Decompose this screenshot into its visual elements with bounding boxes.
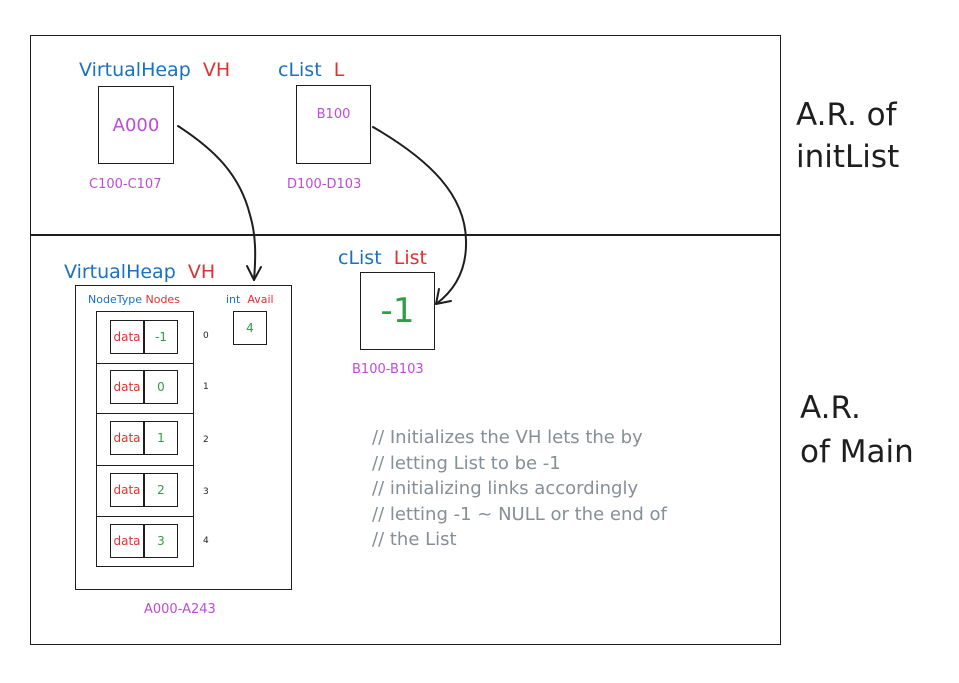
init-list-header: cList L bbox=[278, 59, 344, 81]
main-list-address: B100-B103 bbox=[352, 362, 424, 377]
initlist-frame-label-line1: A.R. of bbox=[796, 97, 897, 133]
main-vh-name: VH bbox=[187, 261, 216, 283]
main-frame-label-line2: of Main bbox=[800, 434, 914, 470]
initlist-frame-label: A.R. of initList bbox=[796, 94, 899, 178]
node-data-cell: data bbox=[110, 421, 144, 455]
node-link-cell: 3 bbox=[144, 524, 178, 558]
avail-type: int bbox=[226, 293, 241, 306]
comment-line: // Initializes the VH lets the by bbox=[372, 427, 643, 448]
node-data-label: data bbox=[113, 330, 141, 344]
nodes-type: NodeType bbox=[88, 293, 142, 306]
node-link-cell: 1 bbox=[144, 421, 178, 455]
node-index: 1 bbox=[203, 382, 209, 392]
node-data-cell: data bbox=[110, 473, 144, 507]
init-vh-pointer-value: A000 bbox=[112, 114, 160, 136]
node-link-value: 3 bbox=[157, 534, 165, 548]
avail-header: int Avail bbox=[226, 293, 274, 306]
main-vh-header: VirtualHeap VH bbox=[64, 261, 215, 283]
node-link-cell: 0 bbox=[144, 370, 178, 404]
init-vh-type: VirtualHeap bbox=[79, 59, 191, 81]
main-frame-label: A.R. of Main bbox=[800, 386, 914, 474]
node-link-value: 1 bbox=[157, 431, 165, 445]
node-data-cell: data bbox=[110, 370, 144, 404]
node-row: data 3 bbox=[96, 517, 194, 567]
init-vh-pointer-box: A000 bbox=[98, 86, 174, 164]
main-frame-label-line1: A.R. bbox=[800, 390, 861, 426]
node-row: data 1 bbox=[96, 414, 194, 466]
main-vh-type: VirtualHeap bbox=[64, 261, 176, 283]
main-list-value: -1 bbox=[380, 291, 415, 331]
node-index: 2 bbox=[203, 435, 209, 445]
main-list-name: List bbox=[393, 247, 427, 269]
main-vh-address: A000-A243 bbox=[144, 602, 216, 617]
main-list-type: cList bbox=[338, 247, 382, 269]
avail-box: 4 bbox=[233, 311, 267, 345]
init-vh-address: C100-C107 bbox=[89, 177, 162, 192]
comment-line: // the List bbox=[372, 529, 457, 551]
node-row: data 2 bbox=[96, 466, 194, 517]
code-comment: // Initializes the VH lets the by // let… bbox=[372, 425, 667, 553]
init-list-pointer-box: B100 bbox=[296, 85, 371, 164]
node-row: data -1 bbox=[96, 311, 194, 364]
node-index: 3 bbox=[203, 487, 209, 497]
main-list-header: cList List bbox=[338, 247, 427, 269]
nodes-name: Nodes bbox=[145, 293, 180, 306]
node-data-cell: data bbox=[110, 524, 144, 558]
node-link-value: 2 bbox=[157, 483, 165, 497]
node-link-value: -1 bbox=[155, 330, 167, 344]
comment-line: // letting -1 ~ NULL or the end of bbox=[372, 503, 667, 525]
node-data-label: data bbox=[113, 483, 141, 497]
avail-name: Avail bbox=[247, 293, 274, 306]
comment-line: // letting List to be -1 bbox=[372, 452, 561, 474]
nodes-array-header: NodeType Nodes bbox=[88, 293, 180, 306]
comment-line: // initializing links accordingly bbox=[372, 478, 639, 500]
init-list-address: D100-D103 bbox=[287, 177, 362, 192]
init-vh-name: VH bbox=[202, 59, 231, 81]
node-index: 4 bbox=[203, 536, 209, 546]
node-link-cell: -1 bbox=[144, 320, 178, 354]
init-list-pointer-value: B100 bbox=[316, 107, 351, 122]
init-vh-header: VirtualHeap VH bbox=[79, 59, 230, 81]
node-link-value: 0 bbox=[157, 380, 165, 394]
avail-value: 4 bbox=[246, 321, 254, 335]
node-index: 0 bbox=[203, 331, 209, 341]
node-data-cell: data bbox=[110, 320, 144, 354]
initlist-frame-label-line2: initList bbox=[796, 139, 900, 175]
init-list-name: L bbox=[333, 59, 345, 81]
node-link-cell: 2 bbox=[144, 473, 178, 507]
node-data-label: data bbox=[113, 380, 141, 394]
node-row: data 0 bbox=[96, 364, 194, 414]
main-list-box: -1 bbox=[360, 272, 435, 350]
node-data-label: data bbox=[113, 431, 141, 445]
node-data-label: data bbox=[113, 534, 141, 548]
init-list-type: cList bbox=[278, 59, 322, 81]
